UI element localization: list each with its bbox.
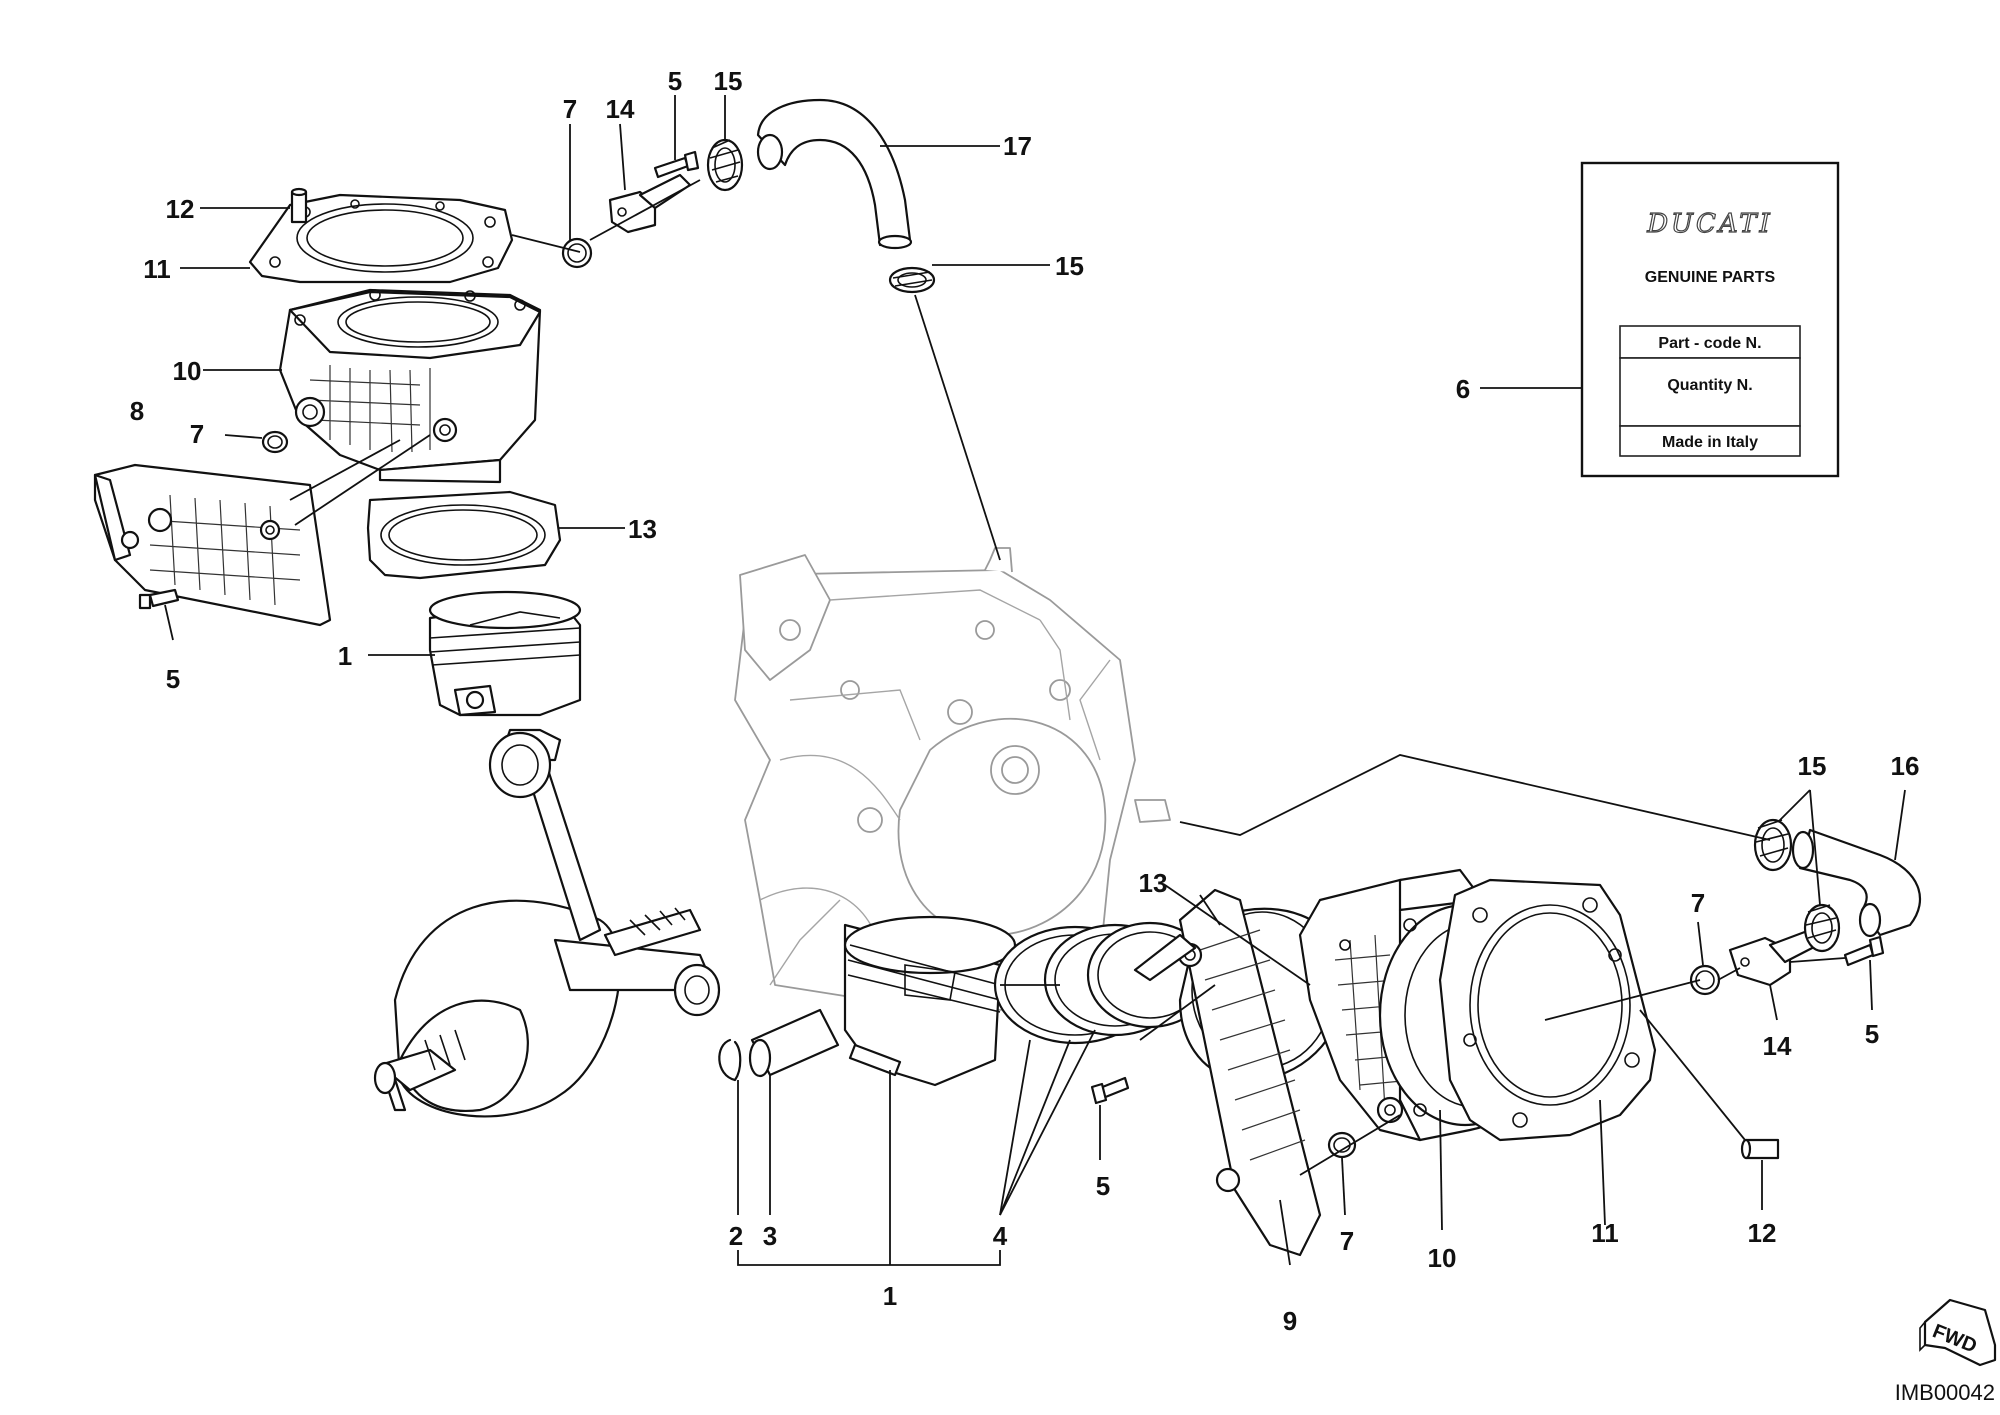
callout-7-bottom: 7 <box>1340 1226 1354 1256</box>
callout-11: 11 <box>143 254 171 284</box>
callout-13-bottom: 13 <box>1139 868 1168 898</box>
callout-4: 4 <box>993 1221 1008 1251</box>
callout-3: 3 <box>763 1221 777 1251</box>
callout-1-bottom: 1 <box>883 1281 897 1311</box>
callout-5-left: 5 <box>166 664 180 694</box>
crankshaft-assembly <box>373 728 721 1118</box>
card-row-part-code: Part - code N. <box>1658 335 1761 352</box>
callout-10-bottom: 10 <box>1428 1243 1457 1273</box>
callout-15-top: 15 <box>714 66 743 96</box>
callout-14-top: 14 <box>606 94 635 124</box>
callout-8: 8 <box>130 396 144 426</box>
card-row-quantity: Quantity N. <box>1667 377 1752 394</box>
card-row-origin: Made in Italy <box>1662 434 1758 451</box>
image-code: IMB00042 <box>1895 1380 1995 1405</box>
callout-6: 6 <box>1456 374 1470 404</box>
callout-5-bottom: 5 <box>1096 1171 1110 1201</box>
callout-14-right: 14 <box>1763 1031 1792 1061</box>
callout-7-upper: 7 <box>563 94 577 124</box>
bottom-cylinder-assembly <box>718 818 1922 1257</box>
callout-15-right: 15 <box>1798 751 1827 781</box>
callout-12: 12 <box>166 194 195 224</box>
crankcase-ghost <box>734 547 1171 1011</box>
genuine-parts-card: DUCATI GENUINE PARTS Part - code N. Quan… <box>1580 161 1840 478</box>
callout-2: 2 <box>729 1221 743 1251</box>
callout-17: 17 <box>1003 131 1032 161</box>
callout-13-top: 13 <box>628 514 657 544</box>
leader-lines <box>164 95 1906 1266</box>
callout-15-mid: 15 <box>1055 251 1084 281</box>
brand-logo: DUCATI <box>1646 209 1773 239</box>
callout-5-top: 5 <box>668 66 682 96</box>
callout-12-bottom: 12 <box>1748 1218 1777 1248</box>
fwd-arrow-badge: FWD <box>1919 1298 1997 1367</box>
card-heading: GENUINE PARTS <box>1645 269 1776 286</box>
callout-16: 16 <box>1891 751 1920 781</box>
callout-7-right: 7 <box>1691 888 1705 918</box>
callout-7-mid: 7 <box>190 419 204 449</box>
callout-9: 9 <box>1283 1306 1297 1336</box>
callout-11-bottom: 11 <box>1591 1218 1619 1248</box>
callout-5-right: 5 <box>1865 1019 1879 1049</box>
callout-1-top: 1 <box>338 641 352 671</box>
callout-labels: 12 11 10 8 7 7 14 5 15 17 15 6 13 1 5 13… <box>130 66 1920 1336</box>
callout-10: 10 <box>173 356 202 386</box>
